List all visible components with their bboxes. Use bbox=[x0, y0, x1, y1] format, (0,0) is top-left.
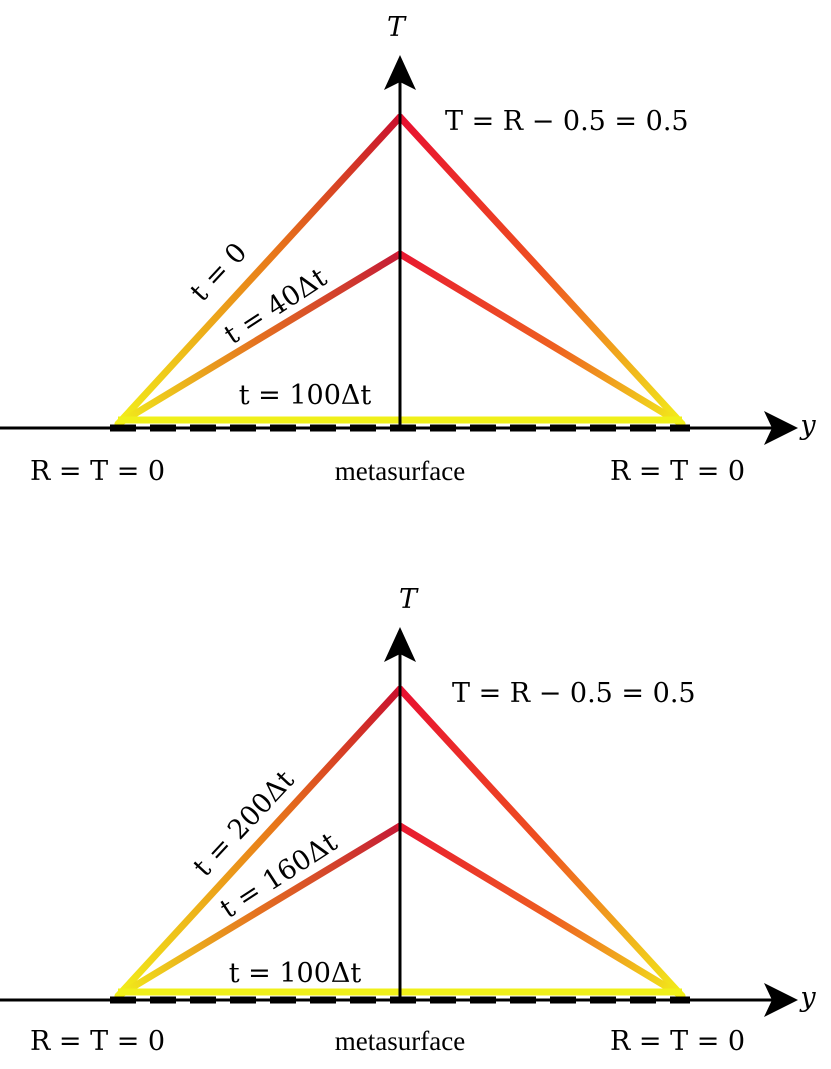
curve-t0-left-edge bbox=[114, 113, 404, 428]
curve-t160-right-edge bbox=[396, 822, 686, 1000]
panel-1: T y T = R − 0.5 = 0.5 R = T = 0 metasurf… bbox=[0, 12, 816, 487]
y-axis-label: T bbox=[399, 584, 419, 615]
curve-t200-left-edge bbox=[114, 685, 404, 1000]
y-axis-label: T bbox=[387, 12, 407, 43]
panel-2: T y T = R − 0.5 = 0.5 R = T = 0 metasurf… bbox=[0, 584, 816, 1057]
curve-label-t100: t = 100Δt bbox=[229, 958, 362, 989]
metasurface-label: metasurface bbox=[335, 1026, 465, 1056]
x-axis-arrowhead bbox=[764, 983, 798, 1017]
curve-t200-right-edge bbox=[396, 685, 686, 1000]
x-axis-label: y bbox=[799, 410, 816, 441]
y-axis-arrowhead bbox=[384, 627, 416, 662]
x-axis-arrowhead bbox=[764, 411, 798, 445]
curve-label-t100: t = 100Δt bbox=[239, 380, 372, 411]
curve-t0-right-edge bbox=[396, 113, 686, 428]
left-boundary-label: R = T = 0 bbox=[30, 456, 165, 487]
peak-label: T = R − 0.5 = 0.5 bbox=[445, 106, 689, 137]
curve-t160-left-edge bbox=[114, 822, 404, 1000]
y-axis-arrowhead bbox=[384, 55, 416, 90]
peak-label: T = R − 0.5 = 0.5 bbox=[452, 678, 696, 709]
x-axis-label: y bbox=[799, 982, 816, 1013]
left-boundary-label: R = T = 0 bbox=[30, 1026, 165, 1057]
right-boundary-label: R = T = 0 bbox=[610, 456, 745, 487]
curve-t40-left-edge bbox=[114, 250, 404, 428]
curve-t40-right-edge bbox=[396, 250, 686, 428]
curve-label-t0: t = 0 bbox=[184, 237, 253, 308]
metasurface-label: metasurface bbox=[335, 456, 465, 486]
right-boundary-label: R = T = 0 bbox=[610, 1026, 745, 1057]
